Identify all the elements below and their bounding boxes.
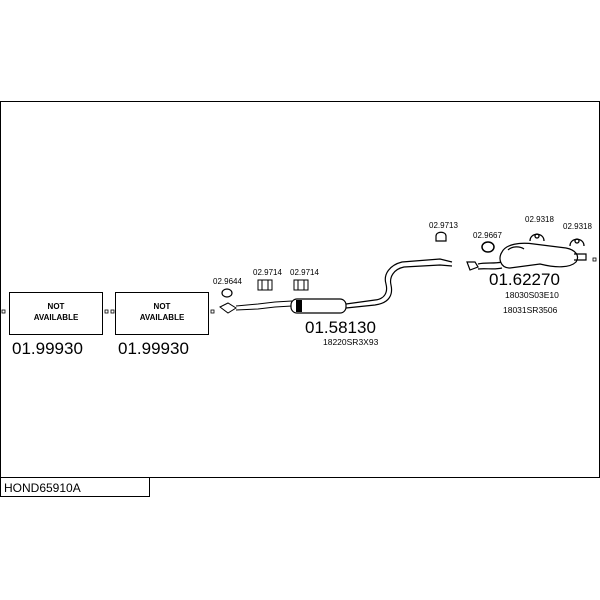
- caption-box: [0, 477, 150, 497]
- part-number-middle-silencer: 01.58130: [305, 318, 376, 337]
- oem-number-rear-silencer-1: 18030S03E10: [505, 290, 559, 300]
- label-clamp-1: 02.9714: [253, 268, 282, 277]
- ring-icon: [481, 241, 495, 253]
- oem-number-middle-silencer: 18220SR3X93: [323, 337, 379, 347]
- intermediate-pipe: [345, 258, 453, 309]
- label-ring: 02.9667: [473, 231, 502, 240]
- edge-marker: [592, 257, 597, 262]
- mount-icon-1: [529, 233, 545, 242]
- part-number-rear-silencer: 01.62270: [489, 270, 560, 289]
- not-available-text-line1: NOT: [154, 302, 171, 311]
- label-mount-2: 02.9318: [563, 222, 592, 231]
- label-mount-1: 02.9318: [525, 215, 554, 224]
- hanger-icon-1: [435, 231, 447, 242]
- gasket-icon: [221, 288, 233, 298]
- clamp-icon-2: [293, 279, 309, 291]
- rear-silencer-icon: [466, 242, 587, 271]
- caption-text: HOND65910A: [4, 481, 81, 495]
- oem-number-rear-silencer-2: 18031SR3506: [503, 305, 558, 315]
- not-available-box-2: NOT AVAILABLE: [110, 292, 215, 335]
- front-pipe: [219, 300, 293, 314]
- mount-icon-2: [569, 238, 585, 247]
- middle-silencer-icon: [290, 298, 347, 314]
- not-available-text-line2: AVAILABLE: [34, 313, 79, 322]
- label-gasket: 02.9644: [213, 277, 242, 286]
- part-number-box1: 01.99930: [12, 339, 83, 358]
- clamp-icon-1: [257, 279, 273, 291]
- not-available-text-line2: AVAILABLE: [140, 313, 185, 322]
- label-hanger-1: 02.9713: [429, 221, 458, 230]
- label-clamp-2: 02.9714: [290, 268, 319, 277]
- part-number-box2: 01.99930: [118, 339, 189, 358]
- not-available-box-1: NOT AVAILABLE: [1, 292, 109, 335]
- not-available-text-line1: NOT: [48, 302, 65, 311]
